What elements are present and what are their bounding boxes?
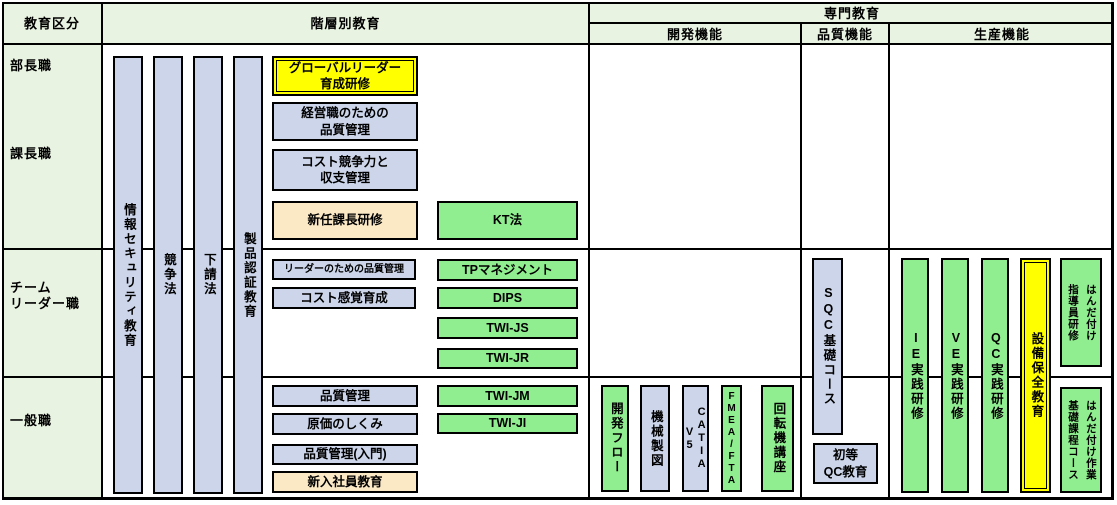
course-bar-product-certification: 製品認証教育 [233, 56, 263, 494]
course-box-cost-structure: 原価のしくみ [272, 413, 418, 435]
course-box-twi-jr: TWI-JR [437, 348, 578, 369]
course-bar-ie-practice: IE実践研修 [901, 258, 929, 493]
row-label-team-leader: チーム リーダー職 [10, 280, 81, 312]
header-education-category: 教育区分 [23, 16, 80, 31]
course-box-twi-js: TWI-JS [437, 317, 578, 339]
grid-line-header-bottom [2, 43, 1114, 45]
course-bar-ve-practice: VE実践研修 [941, 258, 969, 493]
course-box-quality-control: 品質管理 [272, 385, 418, 407]
grid-line-row-teamleader-top [2, 248, 1114, 250]
row-label-column-background [2, 43, 102, 498]
grid-line-development-right [800, 22, 802, 498]
grid-line-label-column-right [101, 2, 103, 498]
row-label-section-manager: 課長職 [10, 146, 53, 161]
course-box-global-leader: グローバルリーダー 育成研修 [272, 56, 418, 96]
grid-line-row-general-top [2, 376, 1114, 378]
course-box-new-employee: 新入社員教育 [272, 471, 418, 493]
course-bar-qc-practice: QC実践研修 [981, 258, 1009, 493]
course-bar-info-security: 情報セキュリティ教育 [113, 56, 143, 494]
course-box-soldering-instructor: はんだ付け 指導員研修 [1060, 258, 1102, 367]
course-box-tp-management: TPマネジメント [437, 259, 578, 281]
course-box-elementary-qc: 初等 QC教育 [813, 443, 878, 484]
row-label-general-staff: 一般職 [10, 413, 53, 428]
course-box-twi-jm: TWI-JM [437, 385, 578, 407]
course-box-management-quality: 経営職のための 品質管理 [272, 102, 418, 141]
course-bar-catia-v5: CATIA V5 [682, 385, 709, 492]
course-bar-equipment-maintenance: 設備保全教育 [1020, 258, 1051, 493]
header-development-function: 開発機能 [666, 27, 723, 42]
header-hierarchical-education: 階層別教育 [310, 16, 381, 31]
course-box-twi-ji: TWI-JI [437, 413, 578, 434]
course-box-leader-quality: リーダーのための品質管理 [272, 259, 416, 280]
course-bar-sqc-basic: SQC基礎コース [812, 258, 843, 435]
row-label-department-manager: 部長職 [10, 58, 53, 73]
grid-line-hierarchical-right [588, 2, 590, 498]
course-bar-dev-flow: 開発フロー [601, 385, 629, 492]
course-box-quality-control-intro: 品質管理(入門) [272, 444, 418, 465]
header-specialized-education: 専門教育 [823, 5, 880, 21]
course-box-kt-method: KT法 [437, 201, 578, 240]
grid-line-specialized-split [589, 22, 1114, 24]
course-bar-subcontract-law: 下請法 [193, 56, 223, 494]
course-box-new-section-manager: 新任課長研修 [272, 201, 418, 240]
grid-line-quality-right [888, 22, 890, 498]
course-box-cost-sense: コスト感覚育成 [272, 287, 416, 309]
course-box-soldering-basic-course: はんだ付け作業 基礎課程コース [1060, 387, 1102, 493]
course-box-cost-competitiveness: コスト競争力と 収支管理 [272, 149, 418, 191]
course-bar-competition-law: 競争法 [153, 56, 183, 494]
course-bar-fmea-fta: FMEA/FTA [721, 385, 742, 492]
header-production-function: 生産機能 [973, 27, 1030, 42]
header-quality-function: 品質機能 [816, 27, 873, 42]
course-box-dips: DIPS [437, 287, 578, 309]
course-bar-mechanical-drafting: 機械製図 [640, 385, 670, 492]
course-bar-rotating-machine: 回転機講座 [761, 385, 794, 492]
